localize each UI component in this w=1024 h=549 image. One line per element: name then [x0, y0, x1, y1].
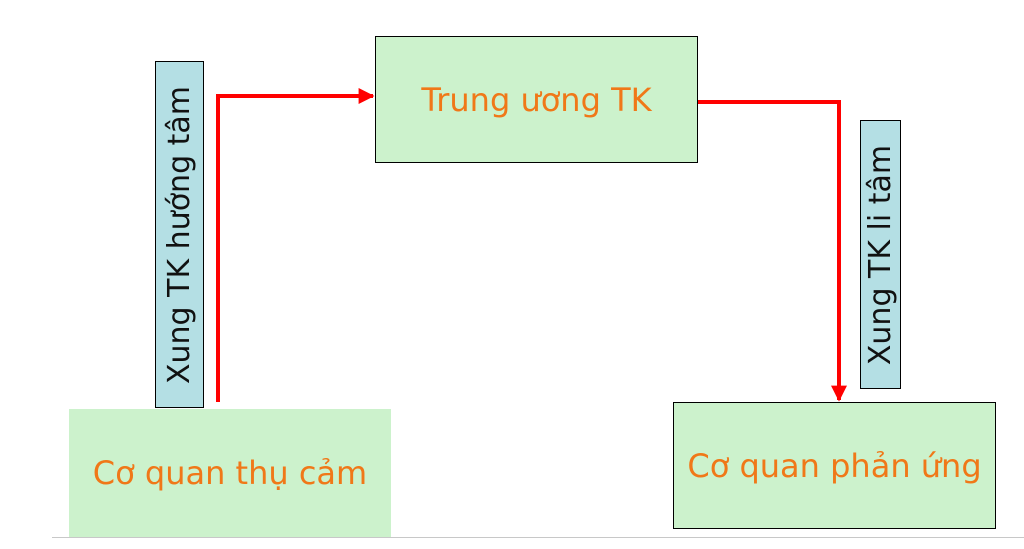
efferent-arrow: [698, 100, 847, 402]
efferent-impulse-label: Xung TK li tâm: [860, 120, 901, 389]
afferent-arrow: [216, 88, 375, 402]
nerve-center-text: Trung ương TK: [421, 80, 652, 119]
receptor-box: Cơ quan thụ cảm: [69, 409, 391, 537]
effector-box: Cơ quan phản ứng: [673, 402, 996, 529]
afferent-impulse-text: Xung TK hướng tâm: [161, 85, 197, 384]
bottom-divider: [52, 537, 1024, 538]
efferent-impulse-text: Xung TK li tâm: [862, 144, 898, 365]
afferent-impulse-label: Xung TK hướng tâm: [155, 61, 204, 408]
receptor-text: Cơ quan thụ cảm: [92, 454, 368, 492]
nerve-center-box: Trung ương TK: [375, 36, 698, 163]
effector-text: Cơ quan phản ứng: [687, 446, 982, 485]
